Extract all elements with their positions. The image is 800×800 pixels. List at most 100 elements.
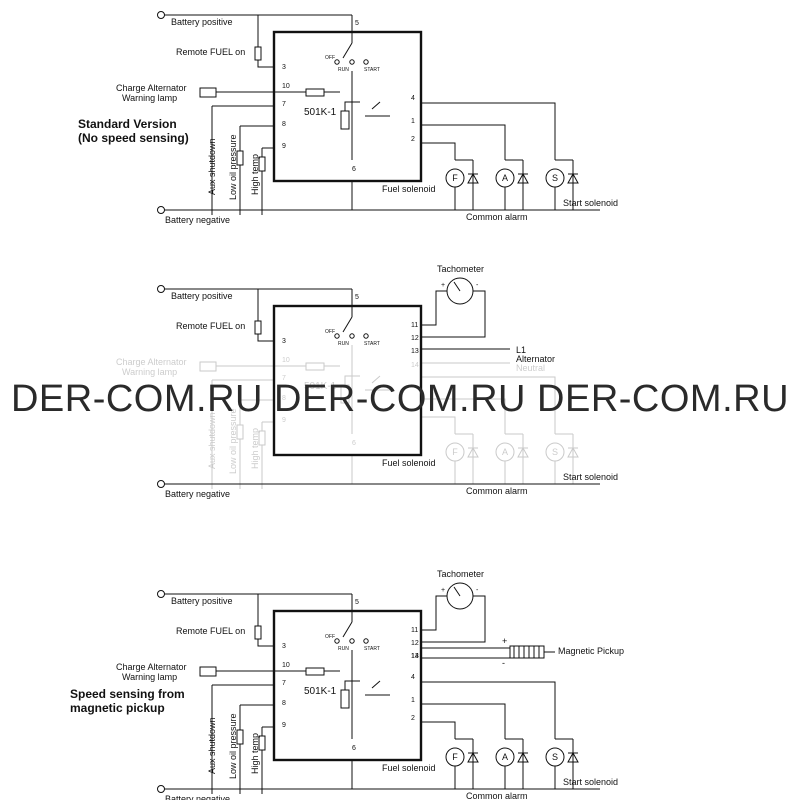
- load-symbol-letter: A: [502, 752, 508, 762]
- alternator-resistor: [305, 667, 325, 676]
- charge-alternator-label: Charge Alternator: [116, 357, 187, 367]
- battery-negative-label: Battery negative: [165, 794, 230, 800]
- watermark-text: DER-COM.RU DER-COM.RU DER-COM.RU: [10, 378, 790, 420]
- fuel-solenoid-label: Fuel solenoid: [382, 458, 436, 468]
- battery-negative-label: Battery negative: [165, 215, 230, 225]
- pin-label: 1: [411, 118, 415, 125]
- switch-start-label: START: [364, 341, 380, 347]
- diode-icon: [467, 172, 479, 184]
- wire: [344, 101, 360, 111]
- fuel-solenoid-symbol: [445, 442, 465, 462]
- diode-icon: [467, 751, 479, 763]
- load-group: A: [495, 159, 529, 210]
- pin-label: 7: [282, 680, 286, 687]
- load-symbol-letter: S: [552, 173, 558, 183]
- pin-label: 5: [355, 599, 359, 606]
- pickup-plus: +: [502, 636, 507, 646]
- switch-contact: [363, 59, 369, 65]
- relay-contact: [371, 375, 381, 384]
- wire: [257, 60, 274, 68]
- section-subtitle: magnetic pickup: [70, 701, 165, 715]
- remote-fuel-on-label: Remote FUEL on: [176, 47, 245, 57]
- wire: [421, 124, 506, 160]
- remote-fuel-switch: [254, 625, 262, 640]
- diode-icon: [517, 172, 529, 184]
- tachometer-needle: [453, 281, 461, 292]
- battery-positive-terminal: [157, 590, 165, 598]
- tachometer-minus: -: [476, 587, 479, 594]
- charge-alternator-label: Charge Alternator: [116, 662, 187, 672]
- diode-icon: [567, 751, 579, 763]
- low-oil-pressure-switch: [236, 150, 244, 166]
- wire: [421, 290, 486, 338]
- low-oil-pressure-label: Low oil pressure: [228, 713, 238, 779]
- controller-label: 501K-1: [304, 686, 337, 697]
- load-symbol-letter: S: [552, 752, 558, 762]
- switch-contact: [349, 638, 355, 644]
- pickup-minus: -: [502, 658, 505, 668]
- diode-icon: [517, 751, 529, 763]
- start-solenoid-label: Start solenoid: [563, 472, 618, 482]
- wire: [421, 721, 456, 739]
- pin-label: 12: [411, 335, 419, 342]
- tachometer-plus: +: [441, 587, 445, 594]
- fuel-solenoid-label: Fuel solenoid: [382, 763, 436, 773]
- battery-negative-terminal: [157, 206, 165, 214]
- warning-lamp: [199, 361, 217, 372]
- controller-module: [272, 30, 423, 183]
- alternator-l1-label: L1: [516, 345, 526, 355]
- tachometer-needle: [453, 586, 461, 597]
- wire: [421, 102, 556, 160]
- low-oil-pressure-label: Low oil pressure: [228, 134, 238, 200]
- switch-arm: [342, 42, 353, 59]
- battery-positive-label: Battery positive: [171, 17, 233, 27]
- controller-label: 501K-1: [304, 381, 337, 392]
- pin-label: 14: [411, 362, 419, 369]
- relay-coil: [340, 689, 350, 709]
- switch-run-label: RUN: [338, 646, 349, 652]
- load-symbol-letter: F: [452, 447, 458, 457]
- warning-lamp-label: Warning lamp: [122, 367, 177, 377]
- battery-positive-label: Battery positive: [171, 596, 233, 606]
- pin-label: 9: [282, 417, 286, 424]
- wire: [421, 595, 486, 643]
- pin-label: 2: [411, 136, 415, 143]
- battery-negative-label: Battery negative: [165, 489, 230, 499]
- pin-label: 3: [282, 64, 286, 71]
- pin-label: 10: [282, 83, 290, 90]
- tachometer-group: Tachometer+-: [421, 264, 486, 338]
- load-symbol-letter: S: [552, 447, 558, 457]
- pin-label: 5: [355, 294, 359, 301]
- switch-contact: [334, 333, 340, 339]
- pin-label: 11: [411, 322, 418, 329]
- battery-positive-terminal: [157, 11, 165, 19]
- alternator-resistor: [305, 362, 325, 371]
- load-group: A: [495, 433, 529, 484]
- switch-arm: [342, 621, 353, 638]
- battery-negative-terminal: [157, 785, 165, 793]
- pin-label: 12: [411, 640, 419, 647]
- switch-contact: [363, 638, 369, 644]
- controller-module: [272, 304, 423, 457]
- pin-label: 13: [411, 653, 419, 660]
- high-temp-switch: [258, 430, 266, 446]
- pin-label: 1: [411, 697, 415, 704]
- pin-label: 11: [411, 627, 418, 634]
- load-symbol-letter: A: [502, 173, 508, 183]
- pin-label: 10: [282, 357, 290, 364]
- wire: [421, 290, 447, 326]
- remote-fuel-switch: [254, 320, 262, 335]
- load-group: F: [445, 738, 479, 789]
- load-symbol-letter: F: [452, 752, 458, 762]
- pin-label: 9: [282, 722, 286, 729]
- wire: [421, 376, 556, 434]
- relay-coil: [340, 110, 350, 130]
- section-title: Standard Version: [78, 117, 177, 131]
- common-alarm-symbol: [495, 442, 515, 462]
- warning-lamp-label: Warning lamp: [122, 93, 177, 103]
- load-symbol-letter: A: [502, 447, 508, 457]
- pin-label: 3: [282, 643, 286, 650]
- battery-positive-terminal: [157, 285, 165, 293]
- diode-icon: [467, 446, 479, 458]
